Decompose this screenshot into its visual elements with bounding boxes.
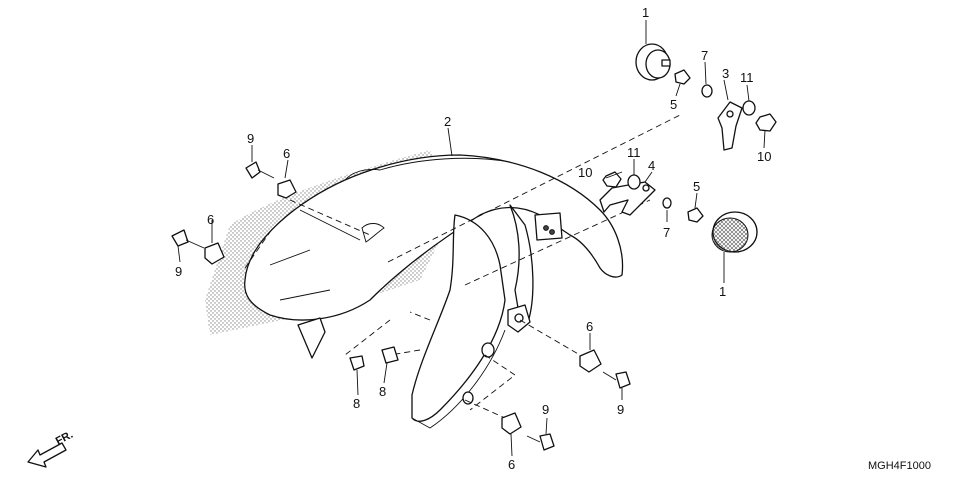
callout-3: 3 xyxy=(722,66,729,81)
callout-5-top: 5 xyxy=(670,97,677,112)
callout-6-left-a: 6 xyxy=(283,146,290,161)
callout-11-mid: 11 xyxy=(627,145,641,160)
callout-8-a: 8 xyxy=(353,396,360,411)
bracket-3 xyxy=(717,101,743,151)
callout-6-right: 6 xyxy=(586,319,593,334)
diagram-code: MGH4F1000 xyxy=(868,460,931,472)
callout-8-b: 8 xyxy=(379,384,386,399)
direction-label: FR. xyxy=(54,429,75,448)
grommet-right xyxy=(711,211,758,253)
front-direction-arrow: FR. xyxy=(27,429,75,468)
grommet-top xyxy=(635,43,671,81)
assembly-lines xyxy=(244,114,681,419)
callout-4: 4 xyxy=(648,158,655,173)
callout-1-right: 1 xyxy=(719,284,726,299)
callout-7-top: 7 xyxy=(701,48,708,63)
callout-9-left-a: 9 xyxy=(247,131,254,146)
front-fender xyxy=(205,150,624,429)
callout-7-right: 7 xyxy=(663,225,670,240)
bracket-4 xyxy=(599,181,656,216)
callout-5-right: 5 xyxy=(693,179,700,194)
callout-6-left-b: 6 xyxy=(207,212,214,227)
callout-9-right: 9 xyxy=(617,402,624,417)
callout-1-top: 1 xyxy=(642,5,649,20)
callout-6-bottom: 6 xyxy=(508,457,515,472)
callout-2: 2 xyxy=(444,114,451,129)
callout-11-top: 11 xyxy=(740,70,754,85)
callout-9-left-b: 9 xyxy=(175,264,182,279)
callout-10-top: 10 xyxy=(757,149,771,164)
hardware xyxy=(171,69,777,451)
leader-lines xyxy=(177,20,766,457)
callout-labels: 1 1 2 3 4 5 5 6 6 6 6 7 7 8 8 9 9 9 9 10… xyxy=(175,5,771,472)
callout-10-mid: 10 xyxy=(578,165,592,180)
callout-9-bottom: 9 xyxy=(542,402,549,417)
